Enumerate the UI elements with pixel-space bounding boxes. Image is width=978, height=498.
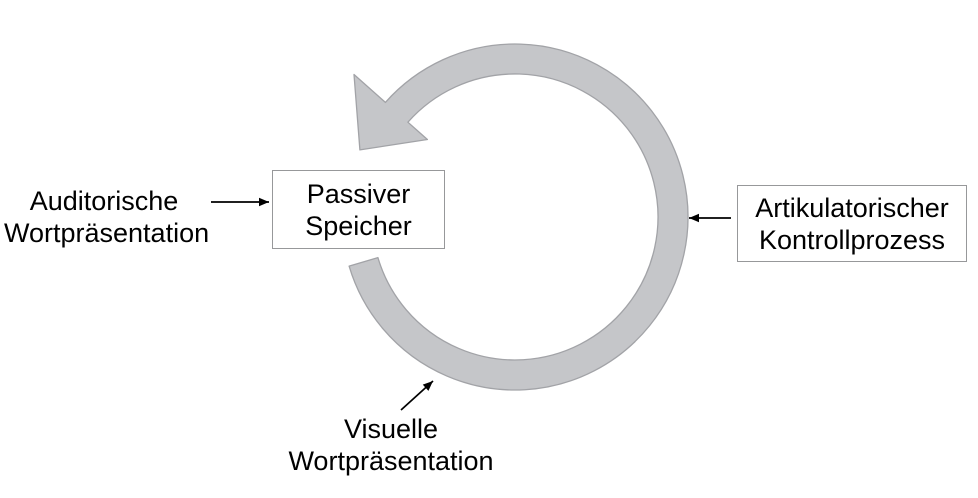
articulatory-control-line2: Kontrollprozess xyxy=(758,224,946,255)
articulatory-control-box: Artikulatorischer Kontrollprozess xyxy=(737,185,967,262)
rehearsal-loop-arrow xyxy=(348,43,689,391)
passive-store-line1: Passiver xyxy=(306,178,411,209)
passive-store-box: Passiver Speicher xyxy=(272,170,445,249)
visual-input-arrow xyxy=(400,380,434,411)
visual-presentation-line2: Wortpräsentation xyxy=(288,446,494,476)
visual-presentation-label: Visuelle Wortpräsentation xyxy=(281,413,501,477)
visual-presentation-line1: Visuelle xyxy=(343,414,439,444)
auditory-presentation-label: Auditorische Wortpräsentation xyxy=(4,185,210,249)
auditory-presentation-line1: Auditorische xyxy=(29,186,179,216)
passive-store-line2: Speicher xyxy=(305,210,412,241)
articulatory-control-line1: Artikulatorischer xyxy=(755,192,949,223)
auditory-presentation-line2: Wortpräsentation xyxy=(4,218,210,248)
